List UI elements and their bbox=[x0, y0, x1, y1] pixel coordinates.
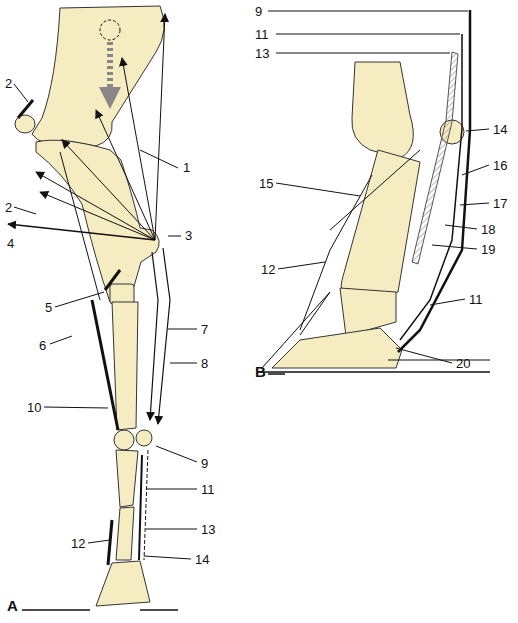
panel-letter: A bbox=[6, 598, 19, 613]
callout-number: 11 bbox=[200, 482, 216, 497]
callout-number: 15 bbox=[258, 176, 274, 191]
callout-number: 2 bbox=[4, 76, 13, 91]
callout-number: 12 bbox=[260, 262, 276, 277]
panel-letter: B bbox=[254, 364, 267, 379]
callout-number: 18 bbox=[480, 222, 496, 237]
callout-number: 9 bbox=[254, 4, 263, 19]
callout-number: 12 bbox=[70, 536, 86, 551]
callout-number: 10 bbox=[26, 400, 42, 415]
callout-number: 13 bbox=[200, 522, 216, 537]
callout-number: 6 bbox=[38, 338, 47, 353]
callout-number: 9 bbox=[200, 456, 209, 471]
callout-number: 16 bbox=[492, 158, 508, 173]
callout-number: 1 bbox=[182, 160, 191, 175]
callout-number: 4 bbox=[6, 236, 15, 251]
callout-number: 20 bbox=[455, 356, 471, 371]
callout-number: 3 bbox=[184, 228, 193, 243]
callout-number: 7 bbox=[200, 322, 209, 337]
callout-number: 14 bbox=[492, 122, 508, 137]
callout-number: 11 bbox=[468, 292, 484, 307]
callout-number: 8 bbox=[200, 356, 209, 371]
callout-number: 11 bbox=[254, 27, 270, 42]
callout-number: 19 bbox=[480, 242, 496, 257]
callout-number: 13 bbox=[254, 46, 270, 61]
callout-number: 14 bbox=[194, 552, 210, 567]
callout-number: 5 bbox=[44, 300, 53, 315]
callout-number: 17 bbox=[492, 196, 508, 211]
callout-number: 2 bbox=[4, 200, 13, 215]
